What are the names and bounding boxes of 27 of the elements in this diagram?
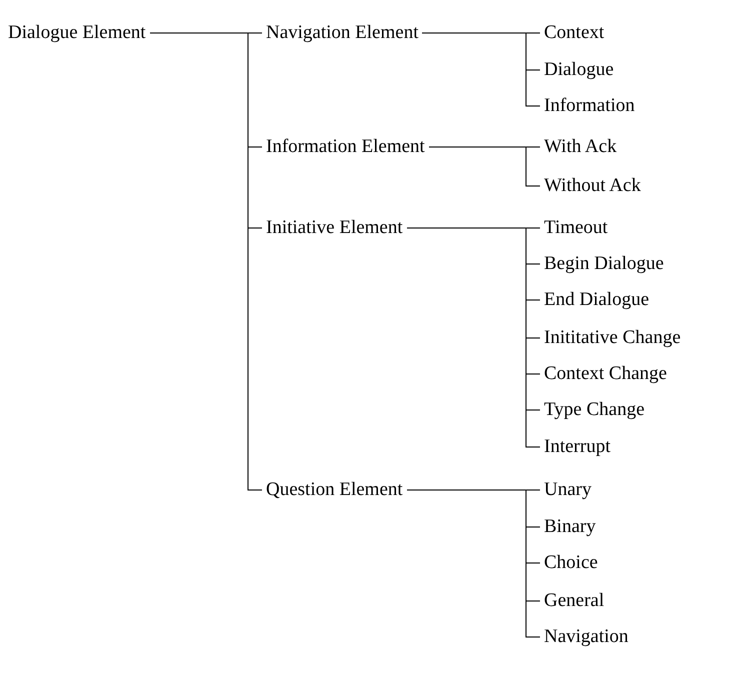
tree-node-label: Timeout [540,216,612,240]
tree-node-label: Dialogue [540,58,618,82]
tree-node-label: Inititative Change [540,326,685,350]
connector-line [422,32,540,106]
tree-node-label: Binary [540,515,600,539]
connector-line [406,490,540,638]
tree-node-label: Information [540,94,639,118]
connector-line [150,32,262,490]
tree-node-label: Without Ack [540,174,645,198]
connector-line [428,146,540,186]
tree-node-label: General [540,589,608,613]
tree-node-label: Unary [540,478,596,502]
tree-node-label: Dialogue Element [4,21,150,45]
tree-node-label: Question Element [262,478,407,502]
tree-node-label: Begin Dialogue [540,252,668,276]
tree-node-label: Type Change [540,398,649,422]
tree-node-label: With Ack [540,135,621,159]
tree-node-label: Information Element [262,135,429,159]
tree-node-label: Interrupt [540,435,614,459]
tree-node-label: Context Change [540,362,671,386]
tree-node-label: End Dialogue [540,288,654,312]
tree-node-label: Initiative Element [262,216,407,240]
tree-node-label: Navigation Element [262,21,422,45]
tree-node-label: Navigation [540,625,632,649]
tree-node-label: Choice [540,551,602,575]
tree-node-label: Context [540,21,608,45]
connector-line [406,228,540,448]
